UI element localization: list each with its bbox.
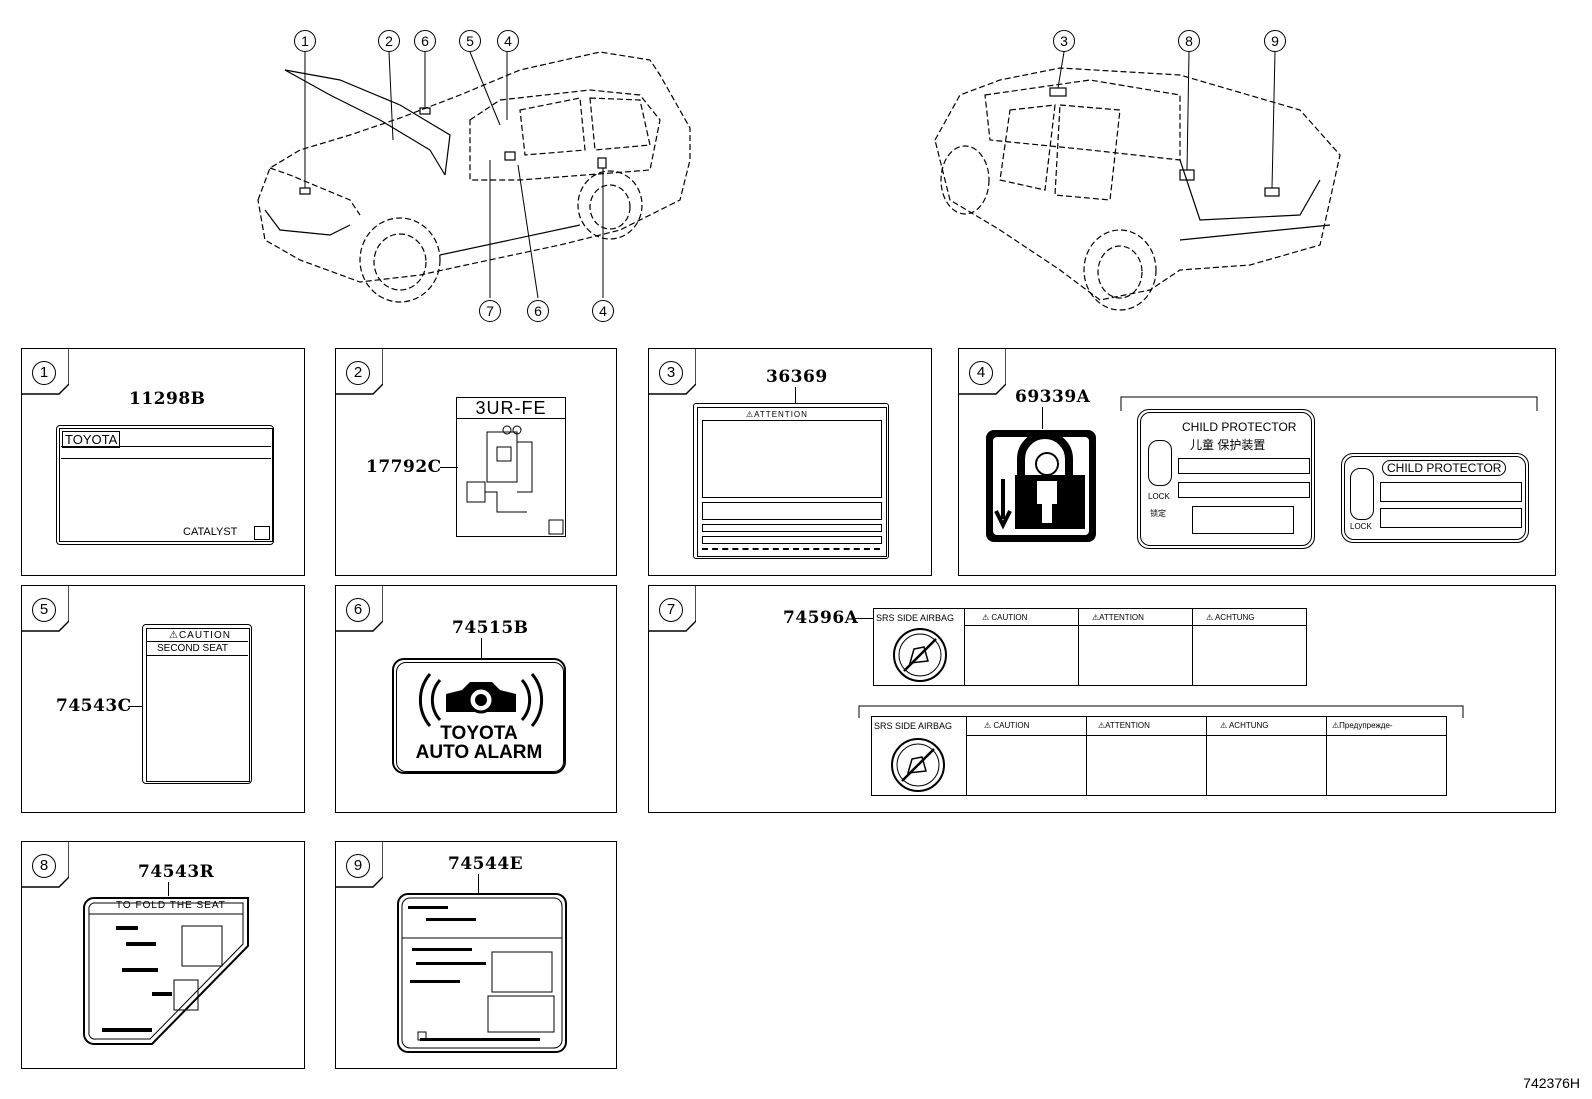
panel-7: 7 74596A SRS SIDE AIRBAG ⚠ CAUTION ⚠ATTE… [648,585,1556,813]
child-lock-icon [986,430,1096,542]
part-number: 74596A [783,608,859,628]
col-attention: ⚠ATTENTION [1098,721,1150,730]
col-achtung: ⚠ ACHTUNG [1206,613,1255,622]
panel-number: 9 [346,854,370,878]
label-title-cn: 儿童 保护装置 [1190,438,1266,452]
col-attention: ⚠ATTENTION [1092,613,1144,622]
second-seat-label: ⚠CAUTION SECOND SEAT [142,624,252,784]
part-number: 74543C [56,696,132,716]
panel-number: 7 [659,598,683,622]
label-catalyst: CATALYST [183,526,238,538]
front-vehicle-illustration [257,51,691,303]
srs-title: SRS SIDE AIRBAG [874,721,953,731]
panel-2: 2 17792C 3UR-FE [335,348,617,576]
callout-5: 5 [459,30,481,52]
col-caution: ⚠ CAUTION [982,613,1028,622]
panel-number: 1 [32,361,56,385]
label-header: TO FOLD THE SEAT [116,900,226,911]
no-child-seat-icon [891,738,945,792]
part-number: 74515B [452,618,529,638]
col-caution: ⚠ CAUTION [984,721,1030,730]
callout-6-lower: 6 [527,300,549,322]
alarm-icon [418,673,544,727]
part-number: 69339A [1015,387,1091,407]
label-line2: AUTO ALARM [415,742,543,763]
label-title: CHILD PROTECTOR [1182,420,1297,434]
part-number: 36369 [766,367,828,387]
srs-label-b: SRS SIDE AIRBAG ⚠ CAUTION ⚠ATTENTION ⚠ A… [871,716,1447,796]
image-code: 742376H [1523,1075,1580,1091]
part-number: 74543R [138,862,215,882]
panel-number: 8 [32,854,56,878]
callout-3: 3 [1053,30,1075,52]
panel-1: 1 11298B TOYOTA CATALYST [21,348,305,576]
srs-title: SRS SIDE AIRBAG [876,613,955,623]
callout-6: 6 [414,30,436,52]
engine-code: 3UR-FE [457,398,565,419]
panel-5: 5 74543C ⚠CAUTION SECOND SEAT [21,585,305,813]
part-number: 74544E [448,854,524,874]
panel-9: 9 74544E [335,841,617,1069]
callout-4: 4 [497,30,519,52]
part-number: 17792C [366,457,442,477]
vacuum-diagram [466,425,564,535]
rear-vehicle-illustration [934,67,1341,311]
part-number: 11298B [129,389,206,409]
auto-alarm-label: TOYOTA AUTO ALARM [392,658,566,774]
storage-label [397,893,567,1053]
label-sub: SECOND SEAT [157,643,228,654]
panel-number: 2 [346,361,370,385]
col-russian: ⚠Предупрежде- [1332,721,1393,730]
label-lock-cn: 锁定 [1150,509,1166,518]
panel-4: 4 69339A CHILD PROTECTOR 儿童 保护装置 LOCK 锁定… [958,348,1556,576]
no-child-seat-icon [893,628,947,682]
col-achtung: ⚠ ACHTUNG [1220,721,1269,730]
label-header: ⚠CAUTION [169,630,231,641]
panel-number: 3 [659,361,683,385]
label-lock: LOCK [1148,492,1170,501]
label-header: ⚠ATTENTION [746,410,808,419]
callout-8: 8 [1178,30,1200,52]
label-lock: LOCK [1350,522,1372,531]
leader-lines [304,51,1276,299]
callout-7: 7 [479,300,501,322]
fold-seat-label [83,897,249,1045]
label-brand: TOYOTA [62,431,121,448]
panel-8: 8 74543R TO FOLD THE SEAT [21,841,305,1069]
engine-label: 3UR-FE [456,397,566,537]
srs-label-a: SRS SIDE AIRBAG ⚠ CAUTION ⚠ATTENTION ⚠ A… [873,608,1307,686]
panel-number: 6 [346,598,370,622]
label-title: CHILD PROTECTOR [1382,460,1507,476]
child-protector-label-a: CHILD PROTECTOR 儿童 保护装置 LOCK 锁定 [1137,409,1315,549]
panel-3: 3 36369 ⚠ATTENTION [648,348,932,576]
attention-label: ⚠ATTENTION [693,403,889,559]
panel-6: 6 74515B TOYOTA AUTO ALARM [335,585,617,813]
catalyst-label: TOYOTA CATALYST [56,425,274,545]
callout-2: 2 [378,30,400,52]
callout-9: 9 [1264,30,1286,52]
callout-1: 1 [294,30,316,52]
panel-number: 5 [32,598,56,622]
child-protector-label-b: CHILD PROTECTOR LOCK [1341,453,1529,543]
label-line1: TOYOTA [440,723,518,744]
callout-4-lower: 4 [592,300,614,322]
panel-number: 4 [969,361,993,385]
